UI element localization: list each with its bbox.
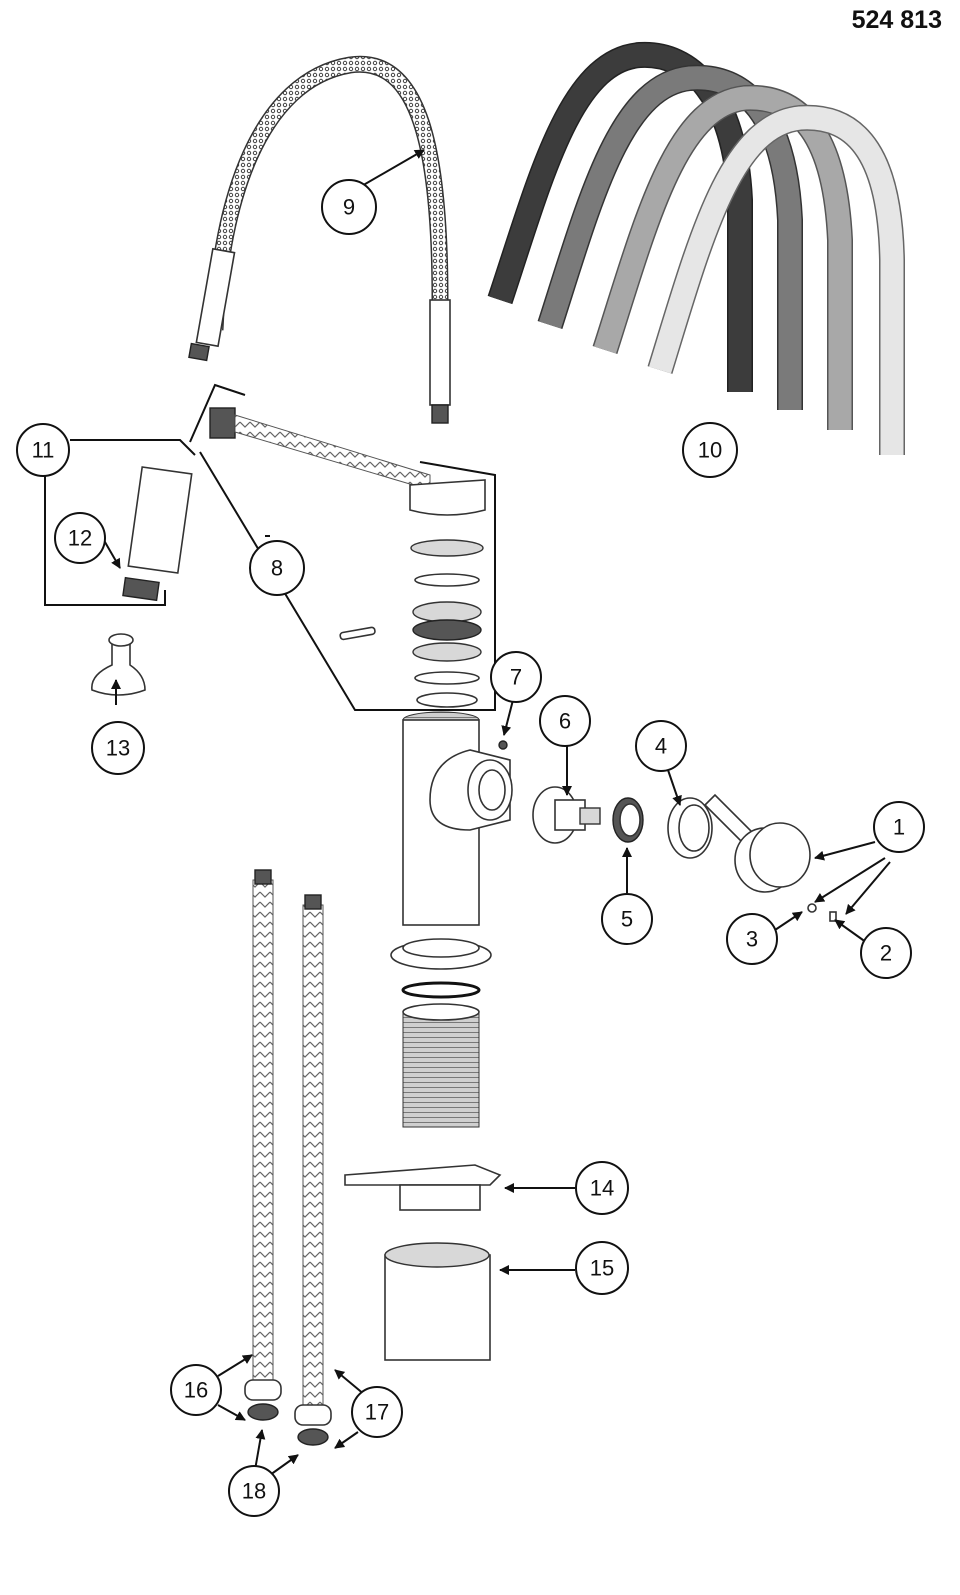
- pull-out-hose: [188, 55, 451, 424]
- button-screw: [807, 903, 817, 913]
- escutcheon-ring: [667, 797, 713, 859]
- document-part-number: 524 813: [851, 6, 942, 34]
- callout-11: 11: [16, 423, 70, 477]
- spout-dark: [489, 43, 752, 392]
- svg-text:9: 9: [343, 195, 355, 220]
- svg-text:5: 5: [621, 907, 633, 932]
- svg-text:8: 8: [271, 556, 283, 581]
- svg-text:10: 10: [698, 438, 722, 463]
- spout-light: [594, 86, 852, 430]
- svg-text:17: 17: [365, 1400, 389, 1425]
- set-screw: [498, 740, 508, 750]
- callout-3: 3: [726, 913, 778, 965]
- svg-text:18: 18: [242, 1479, 266, 1504]
- callout-16: 16: [170, 1364, 222, 1416]
- svg-text:1: 1: [893, 815, 905, 840]
- svg-text:3: 3: [746, 927, 758, 952]
- svg-text:4: 4: [655, 734, 667, 759]
- callout-1: 1: [873, 801, 925, 853]
- callout-8: 8: [249, 540, 305, 596]
- callout-13: 13: [91, 721, 145, 775]
- svg-text:14: 14: [590, 1176, 614, 1201]
- faucet-body: [402, 711, 513, 926]
- svg-text:15: 15: [590, 1256, 614, 1281]
- cartridge: [532, 786, 601, 844]
- aerator-assembly: [44, 439, 196, 696]
- svg-text:7: 7: [510, 665, 522, 690]
- supply-hoses: [244, 869, 332, 1446]
- mounting-hardware: [344, 938, 502, 1361]
- cap-plug: [829, 911, 837, 922]
- callout-9: 9: [321, 179, 377, 235]
- bonnet-nut: [612, 797, 644, 843]
- spout-medium: [539, 66, 802, 410]
- svg-text:13: 13: [106, 736, 130, 761]
- spout-white: [649, 106, 904, 455]
- leader-lines: [97, 149, 891, 1476]
- callout-17: 17: [351, 1386, 403, 1438]
- spout-color-options: [487, 41, 905, 455]
- svg-text:12: 12: [68, 526, 92, 551]
- callout-15: 15: [575, 1241, 629, 1295]
- svg-text:11: 11: [32, 438, 55, 463]
- callout-18: 18: [228, 1465, 280, 1517]
- callout-5: 5: [601, 893, 653, 945]
- svg-text:16: 16: [184, 1378, 208, 1403]
- callout-10: 10: [682, 422, 738, 478]
- svg-text:6: 6: [559, 709, 571, 734]
- callout-4: 4: [635, 720, 687, 772]
- callout-7: 7: [490, 651, 542, 703]
- callout-12: 12: [54, 512, 106, 564]
- callout-2: 2: [860, 927, 912, 979]
- spout-assembly: [189, 383, 496, 711]
- svg-text:2: 2: [880, 941, 892, 966]
- lever-handle: [703, 793, 837, 922]
- callout-14: 14: [575, 1161, 629, 1215]
- callout-6: 6: [539, 695, 591, 747]
